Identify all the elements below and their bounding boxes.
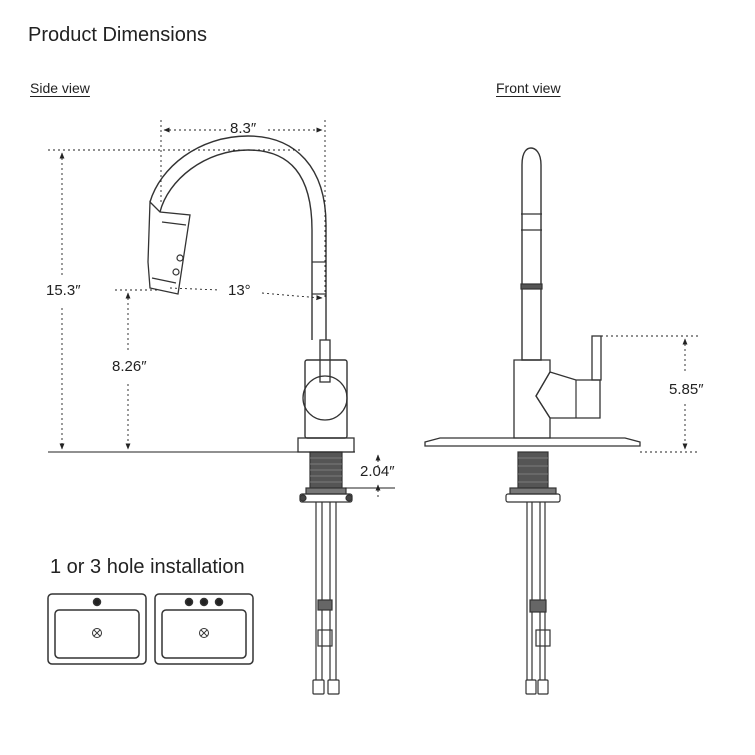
spray-angle-dimension: 13° [228, 282, 251, 299]
front-view-label: Front view [496, 80, 561, 96]
page-title: Product Dimensions [28, 24, 207, 46]
shank-length-dimension: 2.04″ [360, 463, 395, 480]
side-view-dimensions [48, 120, 395, 500]
one-hole-sink-icon [47, 593, 147, 665]
installation-label: 1 or 3 hole installation [50, 556, 245, 578]
spout-height-dimension: 8.26″ [112, 358, 147, 375]
side-view-faucet [147, 135, 355, 695]
total-height-dimension: 15.3″ [46, 282, 81, 299]
spray-head [147, 200, 191, 295]
spout-reach-dimension: 8.3″ [230, 120, 257, 137]
three-hole-sink-icon [154, 593, 254, 665]
front-view-dimensions [601, 335, 700, 453]
handle-height-dimension: 5.85″ [669, 381, 704, 398]
front-view-faucet [424, 147, 641, 695]
side-view-label: Side view [30, 80, 90, 96]
